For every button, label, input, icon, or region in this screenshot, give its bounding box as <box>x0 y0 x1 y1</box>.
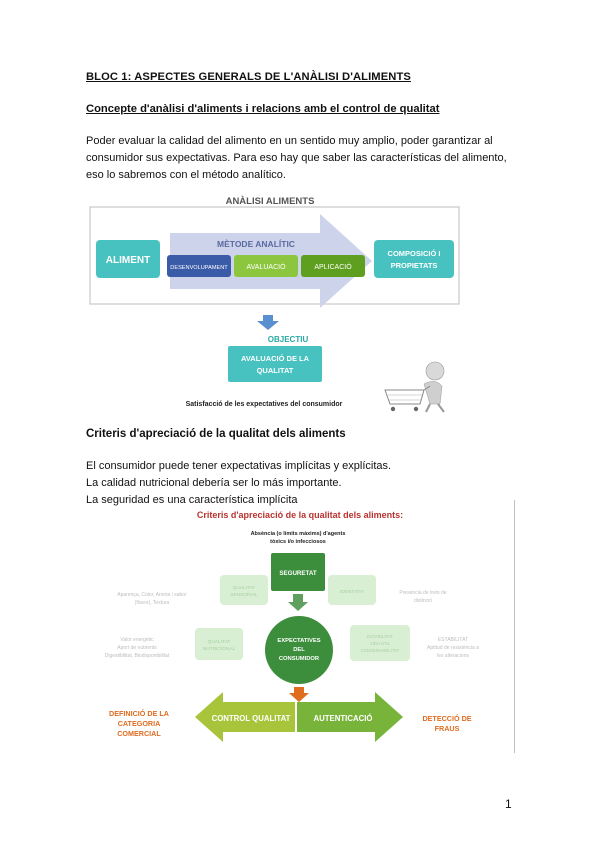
estabilitat-box-label-2: VIDA ÚTIL <box>370 641 391 646</box>
qualitat-sensorial-label-1: QUALITAT <box>233 585 256 591</box>
definicio-label-3: COMERCIAL <box>117 729 161 738</box>
definicio-label-2: CATEGORIA <box>118 719 161 728</box>
deteccio-label-2: FRAUS <box>435 724 460 733</box>
deteccio-label-1: DETECCIÓ DE <box>422 714 471 723</box>
diagram2-title: Criteris d'apreciació de la qualitat del… <box>197 510 403 520</box>
aparenca-text-1: Aparença, Color, Aroma i sabor <box>117 592 187 598</box>
desenvolupament-label: DESENVOLUPAMENT <box>170 265 228 271</box>
criteris-line: La seguridad es una característica implí… <box>86 494 298 506</box>
page-number: 1 <box>505 797 512 811</box>
identitat-label: IDENTITAT <box>340 589 364 595</box>
seguretat-label: SEGURETAT <box>279 570 316 577</box>
criteris-line: La calidad nutricional debería ser lo má… <box>86 477 342 489</box>
estabilitat-text-3: les alteracions <box>437 653 469 659</box>
control-qualitat-label: CONTROL QUALITAT <box>212 714 291 723</box>
autenticacio-arrow <box>297 692 403 742</box>
avaluacio-qualitat-label-1: AVALUACIÓ DE LA <box>241 354 310 363</box>
control-qualitat-arrow <box>195 692 295 742</box>
aliment-label: ALIMENT <box>106 255 150 266</box>
down-arrow-icon <box>289 687 309 702</box>
heading-concept: Concepte d'anàlisi d'aliments i relacion… <box>86 103 440 115</box>
composicio-box <box>374 240 454 278</box>
avaluacio-qualitat-label-2: QUALITAT <box>257 366 294 375</box>
definicio-label-1: DEFINICIÓ DE LA <box>109 709 169 718</box>
autenticacio-label: AUTENTICACIÓ <box>314 714 373 723</box>
divider-line <box>514 500 515 753</box>
expectatives-label-2: DEL <box>293 647 305 653</box>
estabilitat-box-label-3: CONSERVABILITAT <box>361 648 400 653</box>
identitat-box <box>328 575 376 605</box>
expectatives-label-1: EXPECTATIVES <box>277 638 320 644</box>
intro-paragraph: Poder evaluar la calidad del alimento en… <box>86 135 507 181</box>
avaluacio-box <box>234 255 298 277</box>
desenvolupament-box <box>167 255 231 277</box>
presencia-text-1: Presència de trets de <box>399 590 446 596</box>
satisfaccio-label: Satisfacció de les expectatives del cons… <box>186 401 343 408</box>
objectiu-label: OBJECTIU <box>268 335 309 344</box>
qualitat-sensorial-label-2: SENSORIAL <box>230 592 258 598</box>
criteris-text: El consumidor puede tener expectativas i… <box>86 458 506 509</box>
presencia-text-2: distinció <box>414 598 432 604</box>
estabilitat-box-label-1: ESTABILITAT <box>367 634 393 639</box>
qualitat-sensorial-box <box>220 575 268 605</box>
composicio-label-2: PROPIETATS <box>391 261 438 270</box>
down-arrow-icon <box>288 594 308 611</box>
estabilitat-text-1: ESTABILITAT <box>438 637 468 643</box>
expectatives-label-3: CONSUMIDOR <box>279 656 320 662</box>
heading-bloc: BLOC 1: ASPECTES GENERALS DE L'ANÀLISI D… <box>86 71 411 83</box>
avaluacio-qualitat-box <box>228 346 322 382</box>
avaluacio-label: AVALUACIÓ <box>246 262 286 271</box>
absencia-label-2: tòxics i/o infecciosos <box>270 539 326 545</box>
analisi-aliments-diagram: ANÀLISI ALIMENTS MÈTODE ANALÍTIC ALIMENT… <box>89 196 460 413</box>
qualitat-nutricional-label-1: QUALITAT <box>208 639 231 645</box>
estabilitat-text-2: Aptitud de resistència a <box>427 645 479 651</box>
valor-text-3: Digestibilitat, Biodisponibilitat <box>105 653 170 659</box>
absencia-label-1: Absència (o límits màxims) d'agents <box>251 531 346 537</box>
qualitat-nutricional-label-2: NUTRICIONAL <box>203 646 236 652</box>
valor-text-2: Aport de nutrients <box>117 645 157 651</box>
aliment-box <box>96 240 160 278</box>
heading-criteris: Criteris d'apreciació de la qualitat del… <box>86 428 346 440</box>
aplicacio-box <box>301 255 365 277</box>
criteris-line: El consumidor puede tener expectativas i… <box>86 460 392 472</box>
seguretat-box <box>271 553 325 591</box>
expectatives-circle <box>265 616 333 684</box>
down-arrow-icon <box>257 315 279 330</box>
composicio-label-1: COMPOSICIÓ I <box>388 249 441 258</box>
criteris-diagram: Criteris d'apreciació de la qualitat del… <box>105 510 479 742</box>
aplicacio-label: APLICACIÓ <box>314 262 352 271</box>
aparenca-text-2: (flavor), Textura <box>135 600 170 606</box>
metode-label: MÈTODE ANALÍTIC <box>217 239 295 249</box>
diagram1-title: ANÀLISI ALIMENTS <box>226 196 315 207</box>
valor-text-1: Valor energètic <box>120 637 154 643</box>
qualitat-nutricional-box <box>195 628 243 660</box>
estabilitat-box <box>350 625 410 661</box>
shopping-person-icon <box>384 361 445 413</box>
